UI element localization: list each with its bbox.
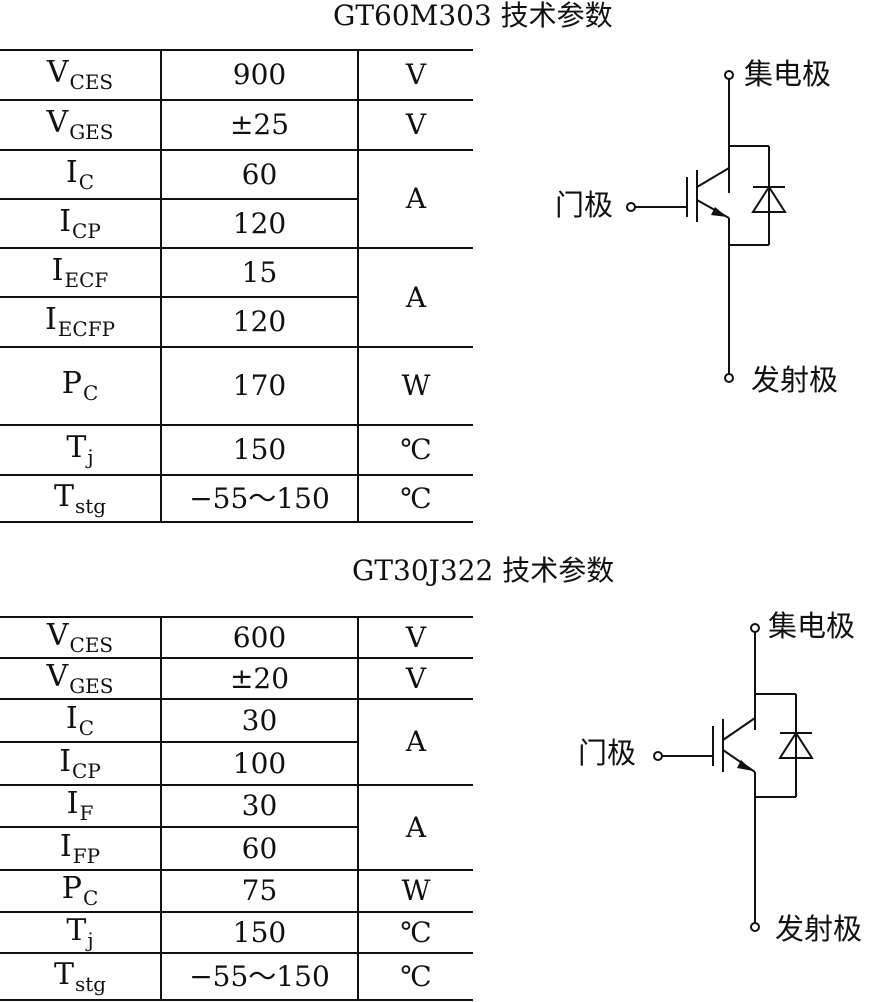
param-value: 150 <box>160 911 358 954</box>
table-row: ICP 120 <box>0 198 473 249</box>
param-symbol: IFP <box>0 826 161 871</box>
param-unit: W <box>357 346 473 426</box>
param-unit: ℃ <box>357 424 473 476</box>
table-row: Tj 150 ℃ <box>0 911 473 954</box>
emitter-label: 发射极 <box>775 912 863 946</box>
param-value: 30 <box>160 784 358 828</box>
param-unit: V <box>357 616 473 659</box>
param-symbol: Tstg <box>0 952 161 1001</box>
param-value: 30 <box>160 698 358 743</box>
igbt-diagram <box>626 70 787 383</box>
param-value: 120 <box>160 198 358 249</box>
param-symbol: ICP <box>0 741 161 786</box>
gate-terminal <box>653 751 663 761</box>
param-unit: A <box>357 149 473 249</box>
diode-triangle <box>751 185 787 213</box>
collector-label: 集电极 <box>768 609 856 643</box>
param-value: 900 <box>160 49 358 101</box>
param-unit: A <box>357 247 473 348</box>
collector-label: 集电极 <box>744 57 832 91</box>
param-unit: A <box>357 698 473 786</box>
param-value: ±20 <box>160 657 358 700</box>
igbt-diagram <box>653 623 814 932</box>
param-unit: V <box>357 99 473 151</box>
emitter-arrow <box>737 760 753 771</box>
table-row: Tstg −55～150 ℃ <box>0 474 473 523</box>
param-symbol: VCES <box>0 616 161 659</box>
collector-terminal <box>724 70 734 80</box>
param-symbol: Tj <box>0 424 161 476</box>
table-row: IFP 60 <box>0 826 473 871</box>
spec-table-gt30j322: VCES 600 V VGES ±20 V IC 30 A ICP 100 IF… <box>0 616 473 1001</box>
emitter-arrow <box>711 207 727 217</box>
param-symbol: Tj <box>0 911 161 954</box>
param-value: −55～150 <box>160 474 358 523</box>
param-symbol: VGES <box>0 99 161 151</box>
param-value: ±25 <box>160 99 358 151</box>
collector-terminal <box>750 623 760 633</box>
param-unit: W <box>357 869 473 913</box>
param-symbol: PC <box>0 346 161 426</box>
param-value: 120 <box>160 296 358 348</box>
param-symbol: VCES <box>0 49 161 101</box>
igbt-symbol-gt30j322: 集电极 门极 发射极 <box>570 600 870 950</box>
table-row: VGES ±25 V <box>0 99 473 151</box>
table-row: IF 30 A <box>0 784 473 871</box>
table-row: IECFP 120 <box>0 296 473 348</box>
param-value: −55～150 <box>160 952 358 1001</box>
table-row: ICP 100 <box>0 741 473 786</box>
table-row: IECF 15 A <box>0 247 473 348</box>
section-title-gt30j322: GT30J322 技术参数 <box>352 554 615 587</box>
table-row: VCES 600 V <box>0 616 473 659</box>
collector-arm <box>696 167 730 188</box>
param-unit: ℃ <box>357 474 473 523</box>
emitter-terminal <box>750 922 760 932</box>
gate-label: 门极 <box>578 736 637 770</box>
emitter-label: 发射极 <box>751 363 839 397</box>
table-row: PC 75 W <box>0 869 473 913</box>
param-value: 100 <box>160 741 358 786</box>
param-symbol: IECFP <box>0 296 161 348</box>
param-unit: V <box>357 49 473 101</box>
param-symbol: PC <box>0 869 161 913</box>
diode-triangle <box>778 731 814 759</box>
gate-terminal <box>626 202 636 212</box>
param-symbol: IC <box>0 149 161 200</box>
param-value: 150 <box>160 424 358 476</box>
spec-table-gt60m303: VCES 900 V VGES ±25 V IC 60 A ICP 120 IE… <box>0 49 473 523</box>
param-unit: A <box>357 784 473 871</box>
param-symbol: IECF <box>0 247 161 298</box>
param-unit: V <box>357 657 473 700</box>
gate-label: 门极 <box>555 188 614 222</box>
emitter-terminal <box>724 373 734 383</box>
param-value: 60 <box>160 149 358 200</box>
table-row: IC 60 A <box>0 149 473 249</box>
param-unit: ℃ <box>357 911 473 954</box>
param-value: 60 <box>160 826 358 871</box>
param-symbol: Tstg <box>0 474 161 523</box>
param-symbol: ICP <box>0 198 161 249</box>
param-symbol: IF <box>0 784 161 828</box>
param-symbol: IC <box>0 698 161 743</box>
table-row: Tj 150 ℃ <box>0 424 473 476</box>
table-row: VCES 900 V <box>0 49 473 101</box>
table-row: PC 170 W <box>0 346 473 426</box>
param-unit: ℃ <box>357 952 473 1001</box>
section-title-gt60m303: GT60M303 技术参数 <box>333 0 613 32</box>
param-value: 170 <box>160 346 358 426</box>
table-row: Tstg −55～150 ℃ <box>0 952 473 1001</box>
igbt-symbol-gt60m303: 集电极 门极 发射极 <box>545 50 865 410</box>
param-value: 75 <box>160 869 358 913</box>
table-row: IC 30 A <box>0 698 473 786</box>
param-symbol: VGES <box>0 657 161 700</box>
collector-arm <box>722 717 756 741</box>
param-value: 15 <box>160 247 358 298</box>
table-row: VGES ±20 V <box>0 657 473 700</box>
param-value: 600 <box>160 616 358 659</box>
